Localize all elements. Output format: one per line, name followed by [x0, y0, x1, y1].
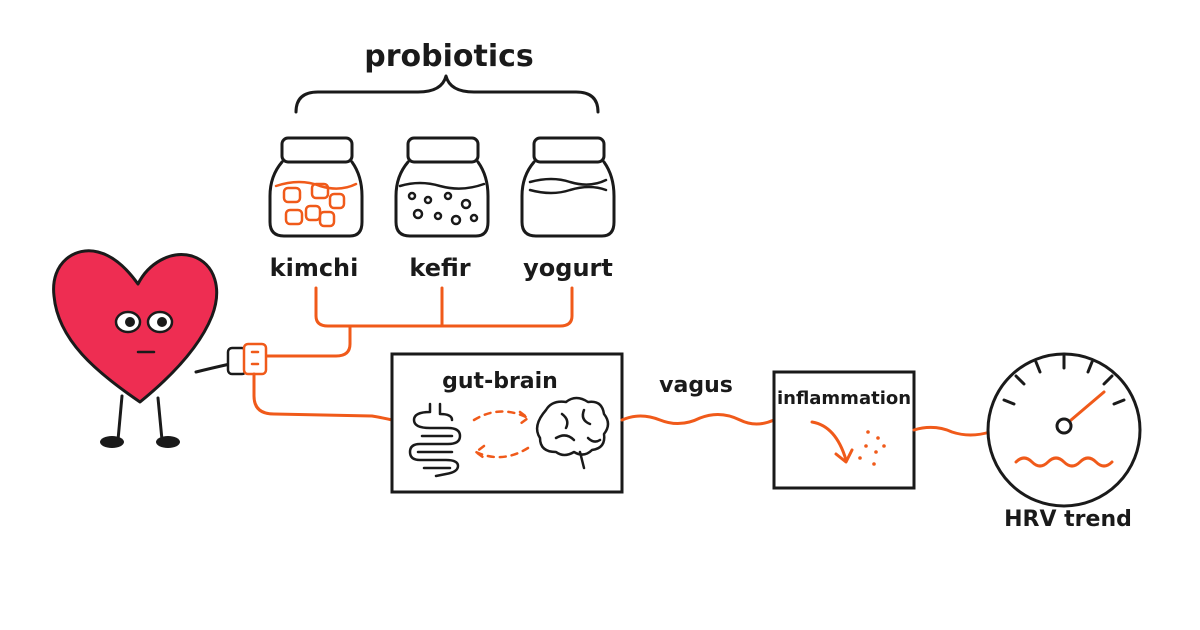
gauge-trend-wave	[1014, 456, 1114, 468]
heart-character	[52, 249, 232, 448]
kefir-label: kefir	[409, 254, 470, 282]
probiotics-title: probiotics	[364, 39, 534, 74]
kimchi-jar-icon	[268, 136, 364, 238]
heart-to-gutbrain-cable	[252, 372, 394, 422]
inflammation-down-arrow-icon	[810, 420, 886, 466]
gauge-needle	[1062, 390, 1106, 428]
probiotics-brace	[294, 74, 600, 114]
vagus-label: vagus	[659, 373, 733, 398]
plug-icon	[226, 342, 268, 376]
vagus-connector	[620, 413, 776, 426]
gut-brain-arrows	[472, 410, 530, 460]
yogurt-jar-icon	[520, 136, 616, 238]
yogurt-label: yogurt	[523, 254, 613, 282]
inflammation-to-gauge-connector	[912, 425, 992, 437]
kimchi-label: kimchi	[270, 254, 359, 282]
inflammation-box	[772, 370, 916, 490]
gut-brain-label: gut-brain	[442, 369, 558, 394]
kefir-jar-icon	[394, 136, 490, 238]
brain-icon	[535, 396, 610, 470]
inflammation-label: inflammation	[777, 388, 911, 409]
hrv-trend-label: HRV trend	[1004, 507, 1132, 532]
hrv-gauge-icon	[986, 352, 1142, 508]
probiotics-collector-line	[260, 286, 574, 358]
gut-icon	[408, 402, 462, 478]
